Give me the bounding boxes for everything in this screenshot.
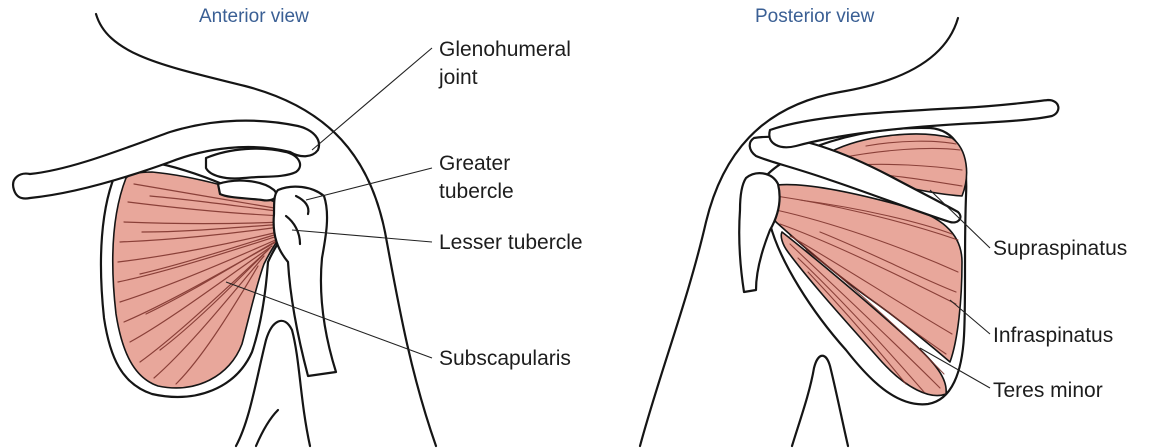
label-lesser-tubercle: Lesser tubercle (439, 229, 583, 257)
anterior-humerus (274, 187, 336, 376)
label-subscapularis: Subscapularis (439, 345, 571, 373)
label-greater-tubercle: Greater tubercle (439, 150, 514, 206)
anterior-view-drawing (13, 14, 436, 446)
label-glenohumeral-joint: Glenohumeral joint (439, 36, 571, 92)
label-greater-tubercle-line1: Greater (439, 150, 514, 178)
label-supraspinatus: Supraspinatus (993, 235, 1127, 263)
label-glenohumeral-joint-line1: Glenohumeral (439, 36, 571, 64)
anterior-view-title: Anterior view (199, 6, 309, 28)
label-teres-minor: Teres minor (993, 377, 1103, 405)
anterior-acromion (206, 149, 300, 179)
label-glenohumeral-joint-line2: joint (439, 64, 571, 92)
leader-greater-tubercle (306, 168, 432, 200)
leader-glenohumeral-joint (312, 48, 432, 150)
anterior-axilla-line (256, 410, 278, 446)
label-greater-tubercle-line2: tubercle (439, 178, 514, 206)
label-infraspinatus: Infraspinatus (993, 322, 1113, 350)
posterior-arm-contour (792, 356, 848, 446)
posterior-view-title: Posterior view (755, 6, 874, 28)
